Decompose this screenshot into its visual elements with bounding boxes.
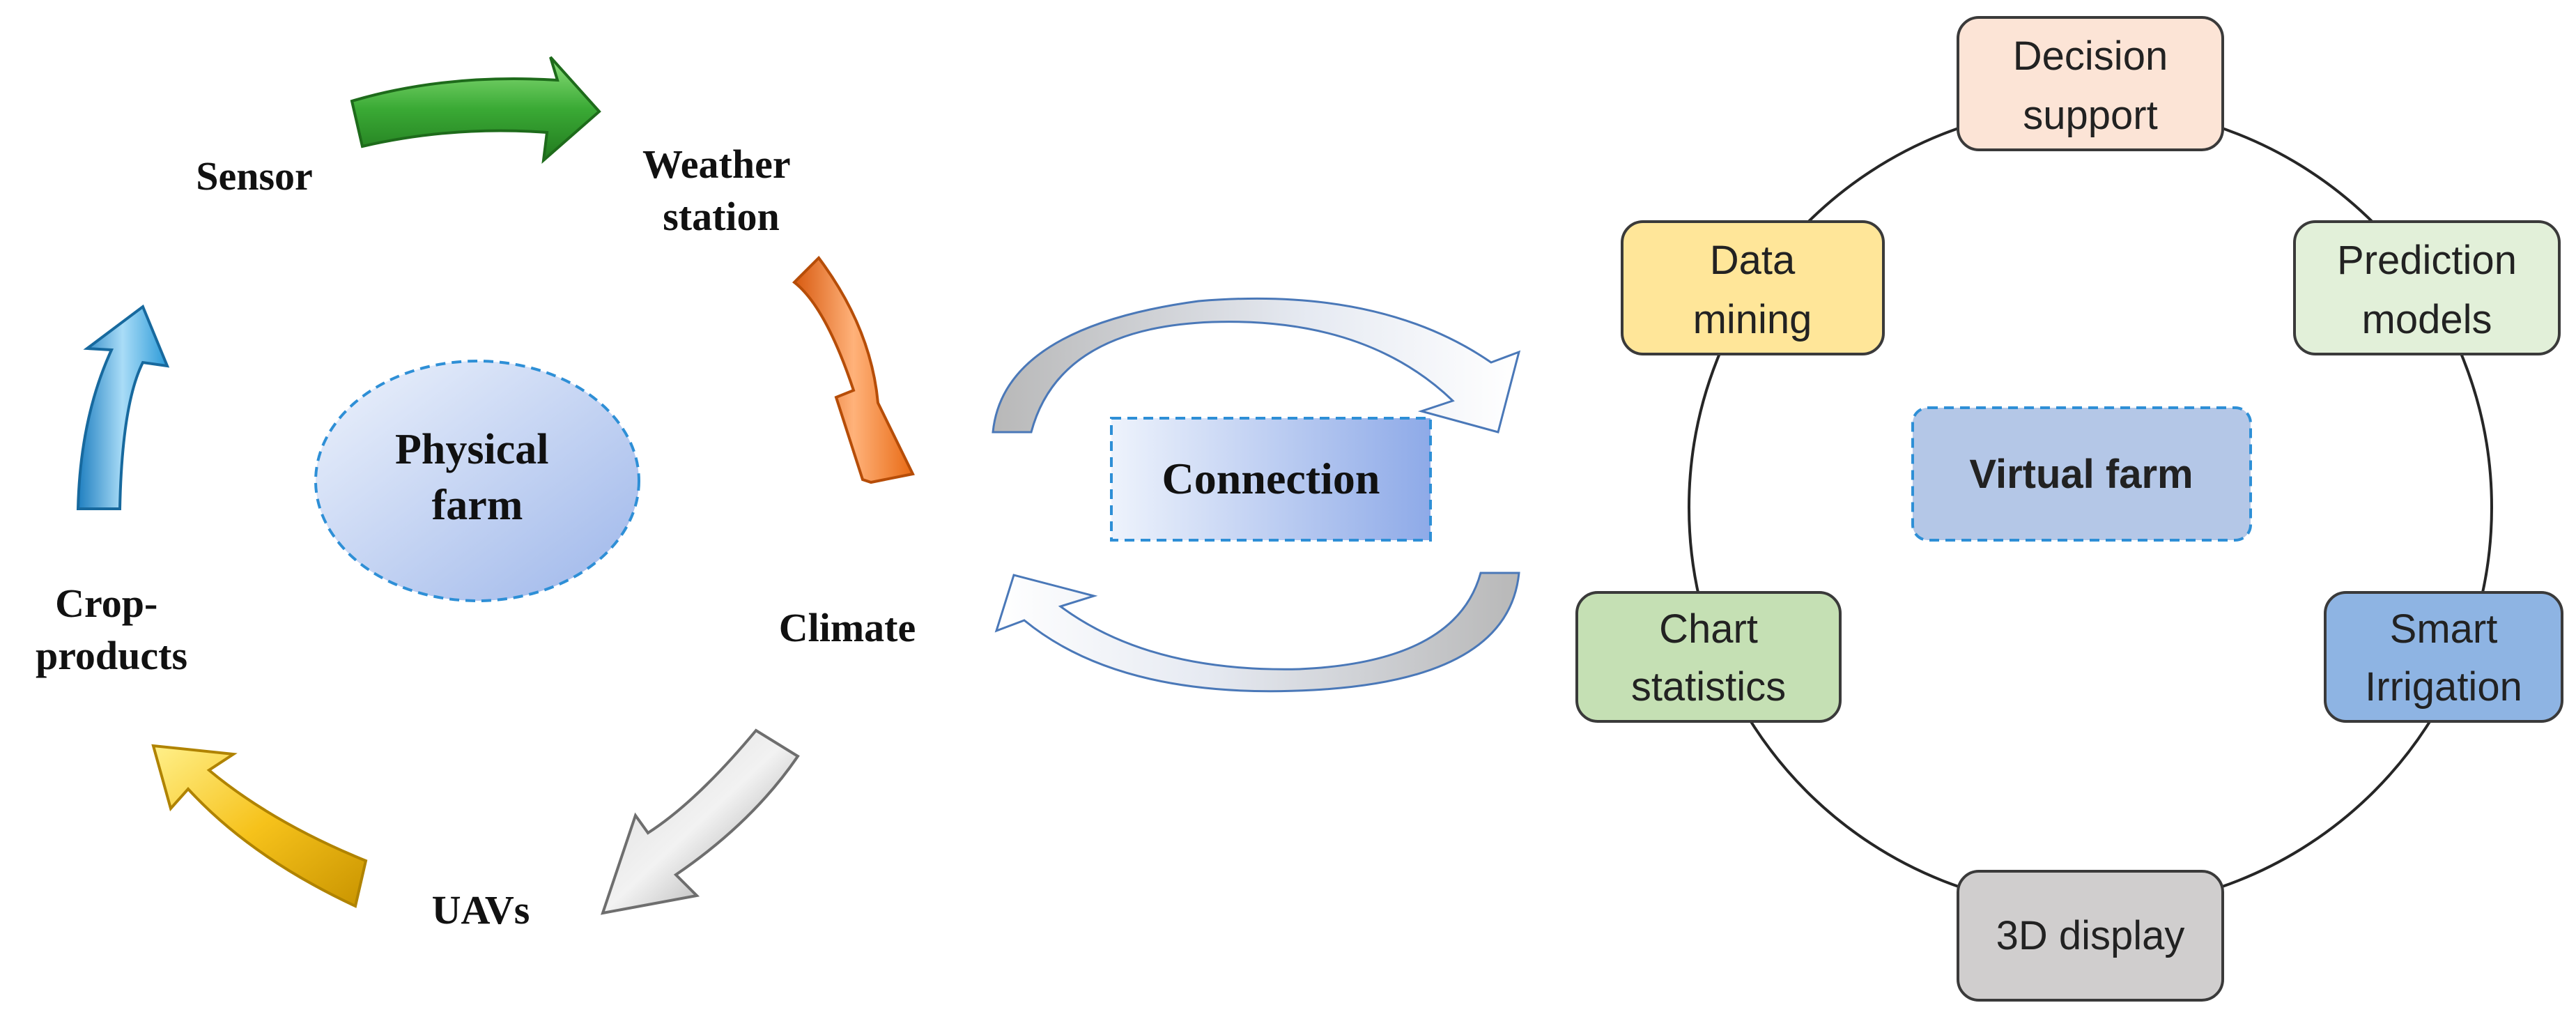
connection-box [1110, 417, 1432, 542]
arrow-crop-to-sensor [76, 304, 170, 510]
svg-text:3D display: 3D display [1996, 913, 2185, 958]
physical-farm-label: Physical farm [395, 426, 560, 529]
sensor-label: Sensor [196, 153, 313, 199]
weather-station-label: Weather station [642, 141, 800, 239]
arrow-uavs-to-crop [151, 744, 368, 908]
uavs-label: UAVs [432, 887, 530, 933]
module-3d-display: 3D display [1957, 870, 2224, 1002]
climate-label: Climate [779, 605, 916, 650]
physical-farm-cycle: Physical farm Sensor Weather station Cli… [36, 56, 916, 933]
physical-farm-line-2: farm [432, 482, 523, 529]
arrow-sensor-to-weather [350, 56, 601, 164]
arrow-weather-to-climate [792, 255, 915, 484]
arrow-climate-to-uavs [601, 728, 800, 915]
connection-group: Connection [992, 297, 1521, 693]
connection-label: Connection [1162, 454, 1380, 503]
virtual-farm-label: Virtual farm [1969, 452, 2193, 497]
crop-products-label: Crop- products [36, 581, 187, 678]
connection-arrow-to-physical [994, 572, 1520, 693]
physical-farm-ellipse [314, 360, 640, 602]
virtual-farm-box [1911, 406, 2252, 542]
physical-farm-line-1: Physical [395, 426, 548, 473]
connection-arrow-to-virtual [992, 297, 1521, 434]
